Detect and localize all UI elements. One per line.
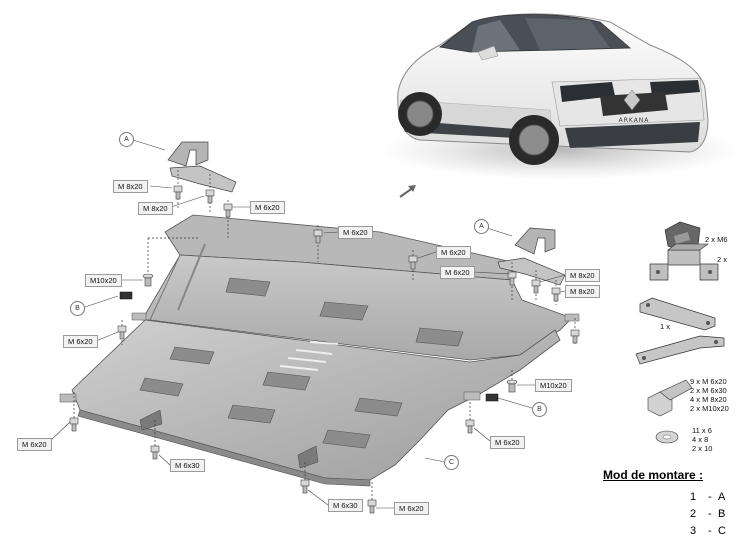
label-m6x20-b: M 6x20 [394,502,429,515]
mounting-row-letter: C [718,525,726,537]
clip-b-left [119,291,133,300]
callout-b-left: B [70,301,85,316]
label-m6x30-2: M 6x30 [328,499,363,512]
direction-arrow-icon [399,185,416,198]
mounting-row-letter: B [718,508,726,520]
washer-spec-2: 4 x 8 [692,435,709,444]
bracket-quantity: 2 x [717,255,728,264]
car-badge-text: ARKANA [619,117,650,124]
mounting-row-number: 2 [690,508,697,520]
washer-spec-1: 11 x 6 [692,426,712,435]
label-m8x20-2: M 8x20 [138,202,173,215]
callout-a-top: A [119,132,134,147]
label-m10x20-left: M10x20 [85,274,122,287]
mounting-row-number: 3 [690,525,697,537]
label-m6x20-mid: M 6x20 [338,226,373,239]
washer-part [655,430,679,444]
mounting-row-2: 2-B [690,508,725,520]
label-m8x20-r2: M 8x20 [565,285,600,298]
strap-quantity: 1 x [660,322,671,331]
callout-c-bottom: C [444,455,459,470]
bracket-left [167,141,237,193]
mounting-row-dash: - [708,508,712,520]
mounting-row-letter: A [718,491,726,503]
mounting-row-number: 1 [690,491,697,503]
skid-plate [59,214,580,487]
mounting-row-3: 3-C [690,525,726,537]
bracket-part [649,243,719,281]
bolts [69,185,580,514]
mounting-row-dash: - [708,491,712,503]
bracket-right [497,227,566,286]
label-m6x20-bl: M 6x20 [17,438,52,451]
bolt-spec-2: 2 x M 6x30 [690,386,727,395]
label-m6x20-r1: M 6x20 [436,246,471,259]
label-m6x30-1: M 6x30 [170,459,205,472]
label-m10x20-right: M10x20 [535,379,572,392]
mounting-title: Mod de montare : [603,468,704,482]
label-m6x20-top: M 6x20 [250,201,285,214]
callout-b-right: B [532,402,547,417]
bolt-list: 9 x M 6x20 2 x M 6x30 4 x M 8x20 2 x M10… [690,377,729,413]
callout-a-right: A [474,219,489,234]
label-m8x20-1: M 8x20 [113,180,148,193]
car-illustration: ARKANA [380,13,740,180]
clip-b-right [485,393,499,402]
bolt-spec-1: 9 x M 6x20 [690,377,727,386]
label-m6x20-br: M 6x20 [490,436,525,449]
strap-part-2 [635,335,725,365]
washer-spec-3: 2 x 10 [692,444,713,453]
bolt-spec-3: 4 x M 8x20 [690,395,727,404]
strap-part-1 [639,297,716,331]
mounting-row-dash: - [708,525,712,537]
washer-list: 11 x 6 4 x 8 2 x 10 [692,426,712,453]
bolt-spec-4: 2 x M10x20 [690,404,729,413]
label-pointers [49,139,566,509]
label-m6x20-left: M 6x20 [63,335,98,348]
label-m8x20-r1: M 8x20 [565,269,600,282]
clip-quantity: 2 x M6 [705,235,728,244]
label-m6x20-r2: M 6x20 [440,266,475,279]
mounting-row-1: 1-A [690,491,725,503]
bolt-part [647,379,693,417]
